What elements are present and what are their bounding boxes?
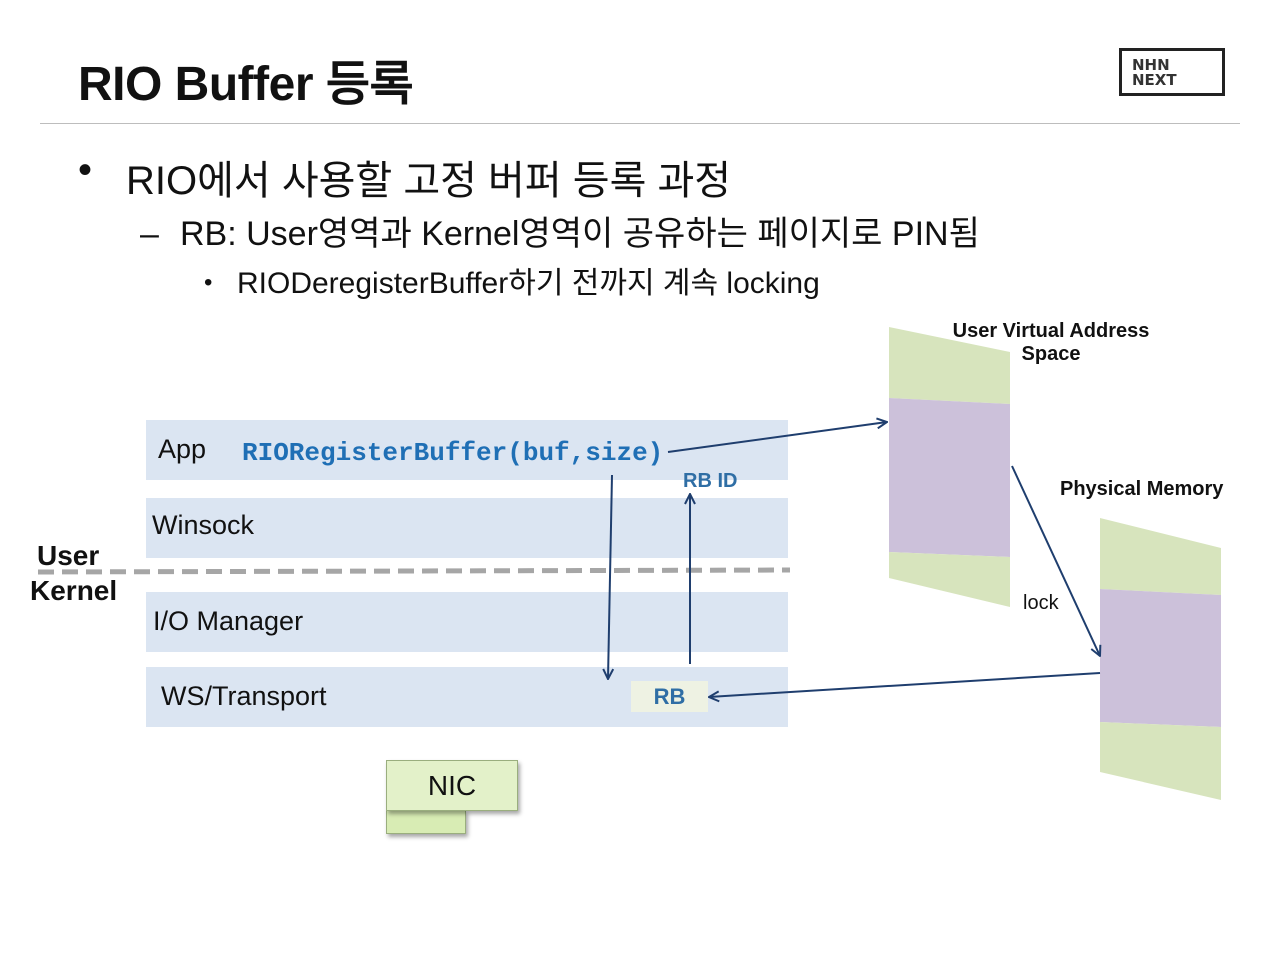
physical-pinned-region bbox=[1100, 589, 1221, 727]
physical-bottom-region bbox=[1100, 722, 1221, 800]
uvas-top-region bbox=[889, 327, 1010, 404]
logo-line-2: NEXT bbox=[1132, 71, 1177, 89]
page-title: RIO Buffer 등록 bbox=[78, 58, 414, 111]
rb-id-label: RB ID bbox=[683, 470, 738, 492]
arrow-app-down-to-transport bbox=[608, 474, 612, 679]
uvas-label-line-1: User Virtual Address bbox=[952, 320, 1150, 342]
rb-box: RB bbox=[631, 681, 708, 712]
logo-line-1: NHN bbox=[1132, 56, 1170, 74]
user-label: User bbox=[37, 540, 100, 571]
arrow-register-to-uvas bbox=[667, 422, 887, 453]
arrow-uvas-lock-physical bbox=[1011, 465, 1100, 656]
physical-memory-label: Physical Memory bbox=[1060, 478, 1224, 500]
layer-io-manager bbox=[146, 592, 788, 652]
bullet-dot-icon: • bbox=[78, 148, 93, 192]
kernel-label: Kernel bbox=[30, 575, 118, 606]
nhn-next-logo: NHN NEXT bbox=[1119, 48, 1225, 96]
user-kernel-dashed-line bbox=[37, 567, 791, 575]
layer-app-label: App bbox=[158, 434, 207, 464]
title-divider bbox=[40, 123, 1240, 124]
bullet-dot-icon: • bbox=[204, 269, 213, 296]
nic-box: NIC bbox=[386, 760, 518, 811]
lock-label: lock bbox=[1023, 592, 1059, 614]
uvas-pinned-region bbox=[889, 398, 1010, 557]
layer-io-manager-label: I/O Manager bbox=[153, 606, 304, 636]
physical-top-region bbox=[1100, 518, 1221, 595]
uvas-label: User Virtual Address Space bbox=[940, 320, 1162, 366]
bullet-level-3-text: RIODeregisterBuffer하기 전까지 계속 locking bbox=[237, 267, 820, 300]
bullet-level-1-text: RIO에서 사용할 고정 버퍼 등록 과정 bbox=[126, 159, 732, 203]
arrow-physical-to-rb bbox=[709, 672, 1101, 697]
bullet-level-3: • RIODeregisterBuffer하기 전까지 계속 locking bbox=[204, 258, 820, 302]
bullet-dash-icon: – bbox=[140, 215, 159, 253]
bullet-level-2-text: RB: User영역과 Kernel영역이 공유하는 페이지로 PIN됨 bbox=[180, 215, 980, 253]
uvas-label-line-2: Space bbox=[1021, 343, 1081, 365]
layer-winsock bbox=[146, 498, 788, 558]
layer-ws-transport-label: WS/Transport bbox=[161, 681, 327, 711]
api-call-label: RIORegisterBuffer(buf,size) bbox=[242, 438, 664, 468]
bullet-level-2: –RB: User영역과 Kernel영역이 공유하는 페이지로 PIN됨 bbox=[140, 206, 980, 255]
uvas-bottom-region bbox=[889, 552, 1010, 607]
layer-winsock-label: Winsock bbox=[152, 510, 255, 540]
